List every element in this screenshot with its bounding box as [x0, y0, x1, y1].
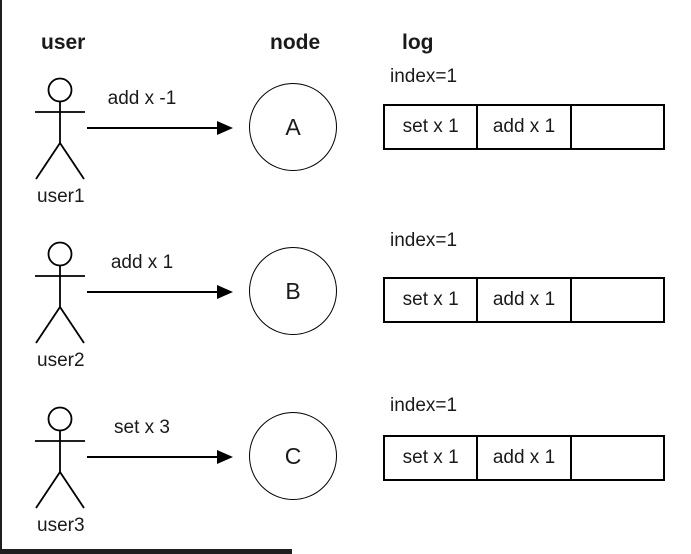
- right-arrow-icon: [87, 121, 233, 135]
- user-name-label: user2: [37, 350, 85, 371]
- diagram-row-2: user2 add x 1 B index=1 set x 1 add x 1: [0, 224, 691, 389]
- log-cell: set x 1: [402, 289, 459, 310]
- column-header-log: log: [402, 31, 434, 54]
- log-table: set x 1 add x 1: [383, 104, 665, 150]
- log-cell: set x 1: [402, 116, 459, 137]
- message-label: add x -1: [107, 88, 177, 109]
- node-circle: C: [249, 412, 337, 500]
- user-name-label: user3: [37, 515, 85, 536]
- log-table: set x 1 add x 1: [383, 435, 665, 481]
- message-label: set x 3: [114, 417, 170, 438]
- node-circle: B: [249, 247, 337, 335]
- right-arrow-icon: [87, 285, 233, 299]
- log-cell: set x 1: [402, 447, 459, 468]
- message-label: add x 1: [110, 252, 174, 273]
- stick-figure-icon: [35, 77, 85, 180]
- node-circle: A: [249, 83, 337, 171]
- column-header-node: node: [270, 31, 321, 54]
- user-name-label: user1: [37, 186, 85, 207]
- log-cell: [569, 279, 663, 321]
- right-arrow-icon: [87, 450, 233, 464]
- log-cell: [569, 437, 663, 479]
- diagram-row-3: user3 set x 3 C index=1 set x 1 add x 1: [0, 389, 691, 554]
- diagram-row-1: user1 add x -1 A index=1 set x 1 add x 1: [0, 60, 691, 225]
- log-index-label: index=1: [390, 66, 458, 87]
- window-edge-left: [0, 0, 2, 554]
- stick-figure-icon: [35, 406, 85, 509]
- log-cell: add x 1: [476, 279, 569, 321]
- node-label: A: [285, 113, 301, 140]
- log-cell: [569, 106, 663, 148]
- column-header-user: user: [41, 31, 86, 54]
- stick-figure-icon: [35, 241, 85, 344]
- log-cell: add x 1: [476, 437, 569, 479]
- node-label: B: [285, 277, 301, 304]
- log-index-label: index=1: [390, 230, 458, 251]
- log-index-label: index=1: [390, 395, 458, 416]
- node-label: C: [284, 442, 302, 469]
- log-cell: add x 1: [476, 106, 569, 148]
- log-table: set x 1 add x 1: [383, 277, 665, 323]
- window-edge-bottom: [0, 549, 292, 554]
